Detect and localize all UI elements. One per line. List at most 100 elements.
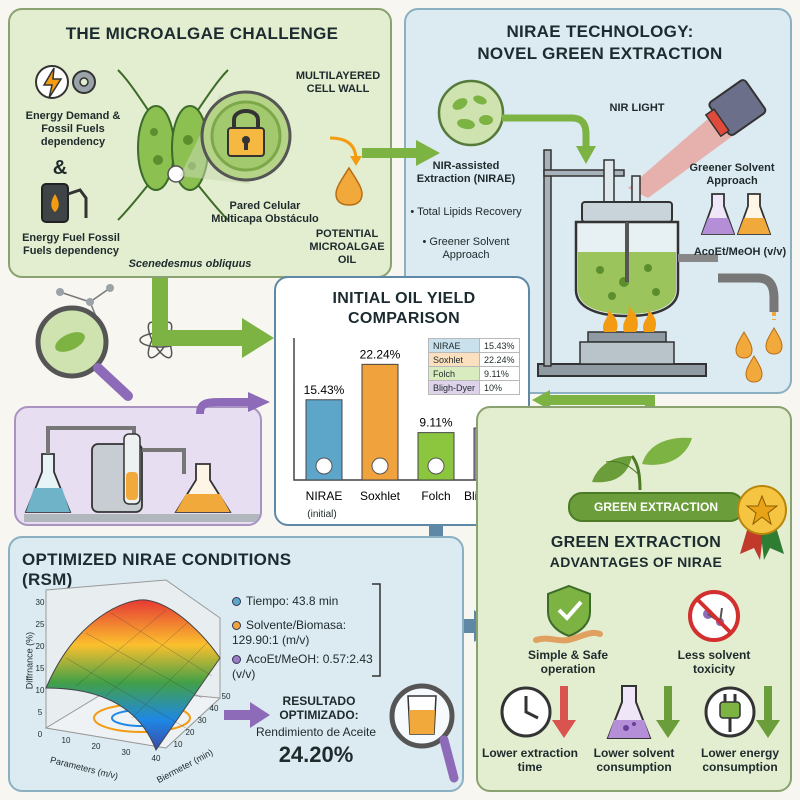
nir-light-label: NIR LIGHT bbox=[609, 102, 665, 114]
z-tick-label: 0 bbox=[37, 730, 43, 739]
lightning-gear-icon bbox=[35, 65, 96, 99]
y-tick-label: 30 bbox=[197, 716, 207, 725]
challenge-title: THE MICROALGAE CHALLENGE bbox=[65, 24, 339, 43]
nir-lamp-icon bbox=[628, 79, 767, 198]
condition-solvente: Solvente/Biomasa: 129.90:1 (m/v) bbox=[232, 618, 382, 648]
legend-value: 15.43% bbox=[479, 338, 520, 353]
y-tick-label: 50 bbox=[221, 692, 231, 701]
green-extraction-ribbon: GREEN EXTRACTION bbox=[568, 492, 744, 522]
shield-hand-icon bbox=[533, 584, 603, 644]
x-tick-label: 40 bbox=[151, 754, 161, 763]
y-tick-label: 10 bbox=[173, 740, 183, 749]
cell-wall-label: MULTILAYERED CELL WALL bbox=[295, 70, 381, 95]
lab-glassware-icon bbox=[24, 426, 260, 522]
energy-plug-icon bbox=[704, 686, 780, 738]
orange-dot-icon bbox=[232, 621, 241, 631]
pared-celular-label: Pared Celular Multicapa Obstáculo bbox=[211, 200, 319, 225]
x-tick-label: 10 bbox=[61, 736, 71, 745]
value-label-soxhlet: 22.24% bbox=[360, 347, 401, 361]
technology-title-line1: NIRAE TECHNOLOGY: bbox=[506, 22, 694, 41]
clock-icon bbox=[500, 686, 576, 738]
legend-method: Folch bbox=[427, 366, 481, 381]
x-tick-label: 20 bbox=[91, 742, 101, 751]
flask-icon bbox=[606, 685, 680, 739]
ampersand-label: & bbox=[52, 157, 68, 179]
bracket-icon bbox=[372, 583, 381, 677]
y-tick-label: 40 bbox=[209, 704, 219, 713]
result-value: 24.20% bbox=[278, 742, 354, 767]
z-tick-label: 5 bbox=[37, 708, 43, 717]
rendimiento-label: Rendimiento de Aceite bbox=[255, 725, 377, 739]
lock-icon bbox=[180, 90, 292, 184]
oil-drop-icon bbox=[335, 166, 363, 206]
beaker-magnifier-icon bbox=[389, 683, 459, 783]
z-tick-label: 20 bbox=[35, 642, 45, 651]
less-toxicity-label: Less solvent toxicity bbox=[677, 648, 751, 676]
algae-circle-icon bbox=[437, 79, 505, 147]
comparison-title-line2: COMPARISON bbox=[347, 310, 461, 327]
simple-safe-label: Simple & Safe operation bbox=[527, 648, 609, 676]
legend-value: 10% bbox=[479, 380, 520, 395]
condition-tiempo: Tiempo: 43.8 min bbox=[232, 594, 382, 609]
category-label-folch: Folch bbox=[421, 489, 450, 503]
nir-assisted-label: NIR-assisted Extraction (NIRAE) bbox=[416, 160, 516, 185]
technology-title-line2: NOVEL GREEN EXTRACTION bbox=[477, 44, 723, 63]
lower-time-label: Lower extraction time bbox=[481, 746, 579, 774]
lower-energy-label: Lower energy consumption bbox=[700, 746, 780, 774]
traditional-methods-panel bbox=[14, 406, 262, 526]
y-tick-label: 20 bbox=[185, 728, 195, 737]
advantages-title-line2: ADVANTAGES OF NIRAE bbox=[549, 554, 723, 570]
solvent-flasks-icon bbox=[700, 193, 772, 235]
reactor-apparatus-icon bbox=[537, 149, 718, 377]
solvente-text: Solvente/Biomasa: 129.90:1 (m/v) bbox=[232, 618, 347, 647]
bar-soxhlet-icon bbox=[371, 457, 389, 475]
arrow-methods-to-chart bbox=[196, 392, 270, 415]
z-tick-label: 25 bbox=[35, 620, 45, 629]
advantages-title-line1: GREEN EXTRACTION bbox=[550, 534, 722, 551]
nirae-initial-sublabel: (initial) bbox=[307, 509, 337, 520]
legend-value: 22.24% bbox=[479, 352, 520, 367]
category-label-nirae: NIRAE bbox=[306, 489, 343, 503]
lower-solvent-label: Lower solvent consumption bbox=[593, 746, 675, 774]
potential-oil-label: POTENTIAL MICROALGAE OIL bbox=[309, 228, 385, 266]
outflow-drops-icon bbox=[718, 273, 783, 383]
species-label: Scenedesmus obliquus bbox=[128, 258, 252, 270]
optimized-panel: OPTIMIZED NIRAE CONDITIONS (RSM) Diffrna… bbox=[8, 536, 464, 792]
purple-dot-icon bbox=[232, 655, 241, 665]
legend-method: Bligh-Dyer bbox=[427, 380, 481, 395]
category-label-soxhlet: Soxhlet bbox=[360, 489, 401, 503]
algae-cell-icon bbox=[117, 69, 229, 221]
optimized-title: OPTIMIZED NIRAE CONDITIONS (RSM) bbox=[22, 550, 292, 589]
legend-method: Soxhlet bbox=[427, 352, 481, 367]
technology-panel: NIRAE TECHNOLOGY: NOVEL GREEN EXTRACTION… bbox=[404, 8, 792, 394]
curved-arrow-icon bbox=[329, 136, 362, 166]
condition-acoet: AcoEt/MeOH: 0.57:2.43 (v/v) bbox=[232, 652, 382, 682]
energy-demand-label: Energy Demand & Fossil Fuels dependency bbox=[25, 110, 121, 148]
challenge-panel: THE MICROALGAE CHALLENGE Energy Demand &… bbox=[8, 8, 392, 278]
rsm-surface-plot bbox=[44, 579, 222, 752]
resultado-label: RESULTADO OPTIMIZADO: bbox=[279, 694, 359, 722]
legend-method: NIRAE bbox=[427, 338, 481, 353]
advantages-panel: GREEN EXTRACTION GREEN EXTRACTION ADVANT… bbox=[476, 406, 792, 792]
energy-fuel-label: Energy Fuel Fossil Fuels dependency bbox=[22, 232, 120, 257]
acoet-text: AcoEt/MeOH: 0.57:2.43 (v/v) bbox=[232, 652, 373, 681]
leaves-icon bbox=[592, 437, 692, 491]
arrow-to-result bbox=[224, 702, 270, 728]
greener-solvent-label: Greener Solvent Approach bbox=[689, 162, 775, 187]
bullet-lipids-label: • Total Lipids Recovery bbox=[410, 206, 522, 218]
arrow-challenge-to-technology bbox=[362, 140, 440, 166]
tiempo-text: Tiempo: 43.8 min bbox=[246, 594, 339, 608]
arrow-species-to-chart bbox=[152, 278, 274, 358]
award-medal-icon bbox=[737, 485, 787, 560]
green-arrow-icon bbox=[502, 114, 596, 164]
z-tick-label: 30 bbox=[35, 598, 45, 607]
value-label-folch: 9.11% bbox=[419, 416, 452, 430]
no-toxicity-icon bbox=[688, 590, 740, 642]
comparison-title-line1: INITIAL OIL YIELD bbox=[332, 290, 476, 307]
bar-folch-icon bbox=[427, 457, 445, 475]
